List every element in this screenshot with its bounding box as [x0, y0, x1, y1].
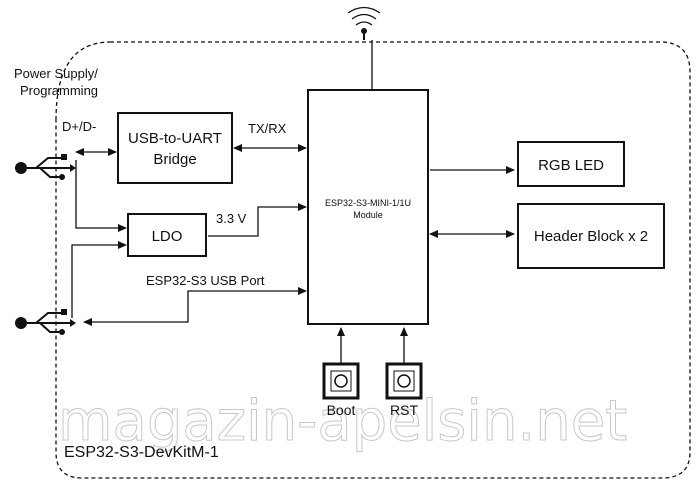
usb-to-uart-bridge-block [117, 112, 233, 184]
dplus-dminus-label: D+/D- [62, 119, 96, 134]
module-label-line2: Module [353, 210, 383, 220]
usb-to-uart-label-line1: USB-to-UART [128, 130, 222, 147]
esp32-module-block [307, 89, 429, 325]
usb-top-to-ldo-wire [75, 160, 127, 232]
rgb-led-block [517, 141, 625, 187]
usb-connector-icon-bottom [15, 309, 76, 335]
rst-button-icon [397, 374, 411, 388]
boot-button-icon [334, 374, 348, 388]
usb-connector-icon-top [15, 154, 76, 180]
boot-label: Boot [327, 402, 356, 418]
rst-label: RST [390, 402, 418, 418]
programming-label: Programming [20, 83, 98, 98]
v33-label: 3.3 V [216, 211, 247, 226]
usb-port-label: ESP32-S3 USB Port [146, 273, 265, 288]
wifi-antenna-icon [347, 6, 381, 90]
board-outline [55, 41, 691, 479]
ldo-to-module-wire [208, 203, 307, 237]
ldo-block [127, 213, 207, 257]
header-block [517, 203, 665, 269]
power-supply-label: Power Supply/ [14, 66, 98, 81]
ldo-label: LDO [152, 228, 183, 245]
rgb-led-label: RGB LED [538, 157, 604, 174]
board-name-label: ESP32-S3-DevKitM-1 [64, 444, 219, 461]
usb-to-uart-label-line2: Bridge [153, 151, 196, 168]
usb-port-wire [83, 287, 307, 326]
header-block-label: Header Block x 2 [534, 228, 648, 245]
usb-bottom-to-ldo-wire [71, 241, 127, 318]
module-label-line1: ESP32-S3-MINI-1/1U [325, 198, 411, 208]
txrx-label: TX/RX [248, 121, 287, 136]
